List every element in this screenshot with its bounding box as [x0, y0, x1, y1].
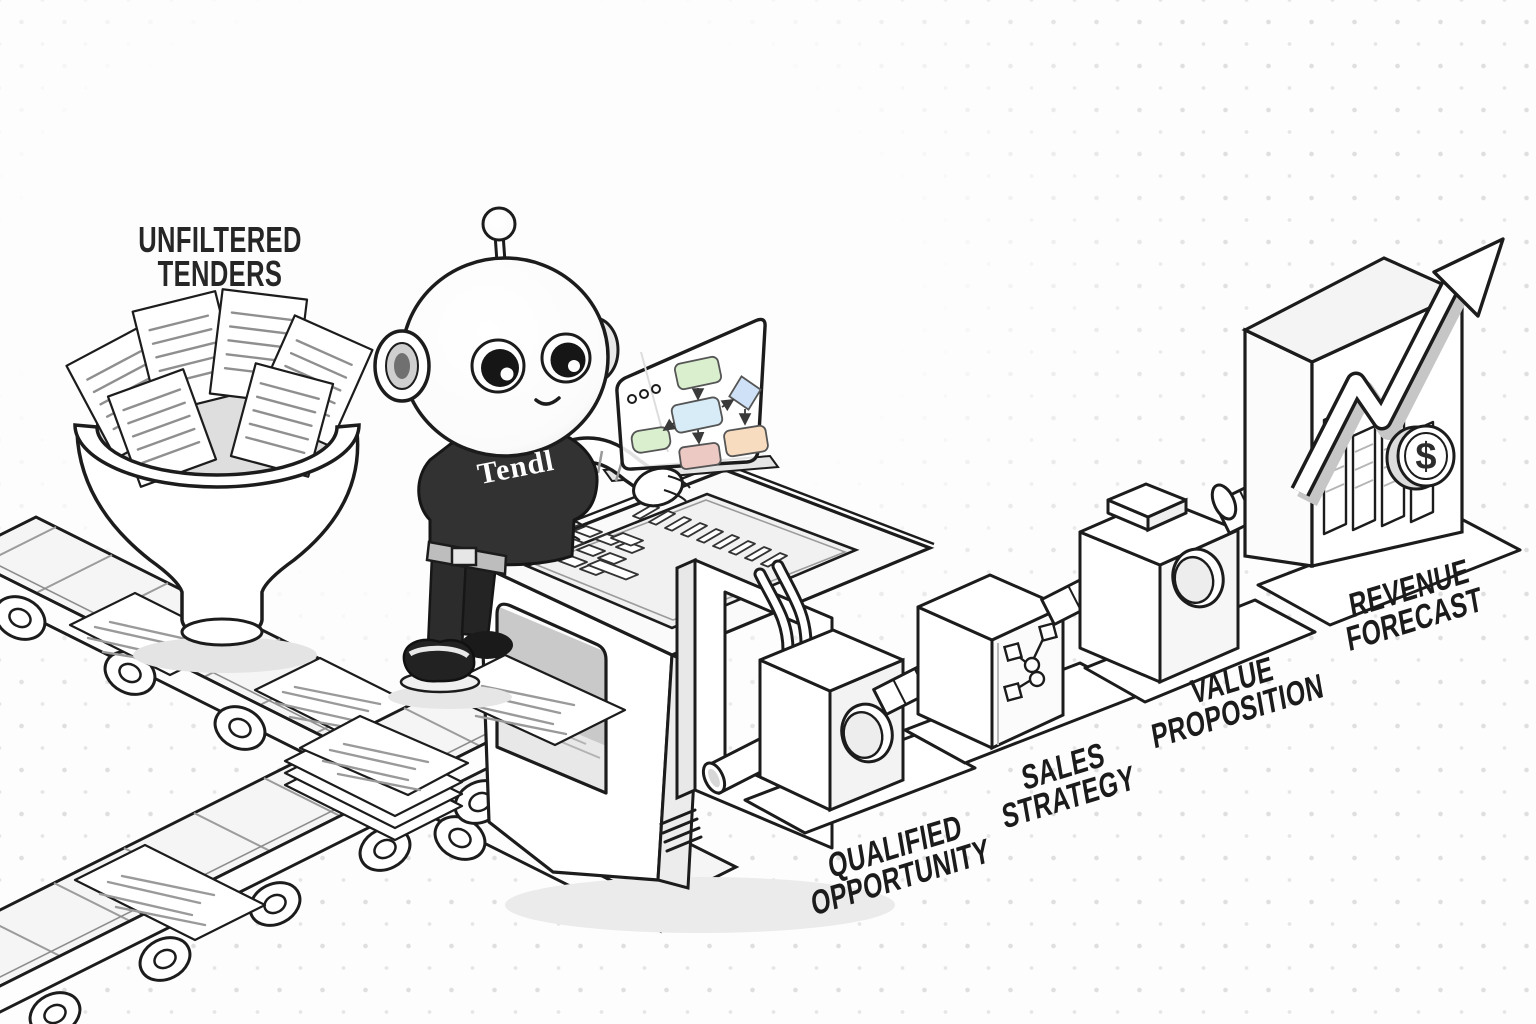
tender-document-stack — [283, 714, 470, 842]
funnel-shadow — [133, 637, 317, 673]
qualified-opportunity-module — [701, 628, 977, 835]
robot-eye — [540, 332, 592, 384]
robot-antenna — [481, 206, 517, 242]
flowchart-arrows — [662, 388, 752, 445]
revenue-forecast-station: $ — [1241, 237, 1522, 627]
dollar-symbol: $ — [1415, 436, 1436, 478]
robot-boot — [399, 638, 481, 694]
funnel-spout — [180, 617, 264, 647]
vent-lines — [659, 808, 703, 853]
window-dots-icon — [627, 384, 661, 404]
label-line: UNFILTERED — [138, 219, 302, 261]
robot-boot — [461, 631, 513, 659]
keyboard-bar-keys — [632, 504, 788, 568]
sales-strategy-module — [903, 573, 1142, 765]
flowchart-screen — [615, 317, 769, 471]
label-line: TENDERS — [157, 253, 283, 294]
robot-smile — [534, 396, 561, 406]
robot-ear — [373, 329, 431, 403]
tender-documents-in-funnel — [65, 288, 374, 488]
tender-document — [73, 843, 267, 942]
funnel-rim — [73, 423, 361, 489]
dollar-coin-icon: $ — [1385, 424, 1456, 491]
tender-document-entering-machine — [433, 653, 627, 747]
growth-arrow-icon — [1290, 237, 1505, 506]
network-icon — [1002, 621, 1059, 703]
robot-eye — [470, 338, 526, 394]
flowchart-nodes — [630, 355, 769, 470]
robot-belt — [425, 540, 508, 576]
robot-hand — [632, 466, 691, 508]
robot-leg — [426, 554, 468, 652]
label-unfiltered-tenders: UNFILTERED TENDERS — [138, 219, 302, 294]
module-cap — [1106, 482, 1188, 533]
value-proposition-module — [1078, 482, 1317, 704]
funnel — [65, 288, 374, 673]
